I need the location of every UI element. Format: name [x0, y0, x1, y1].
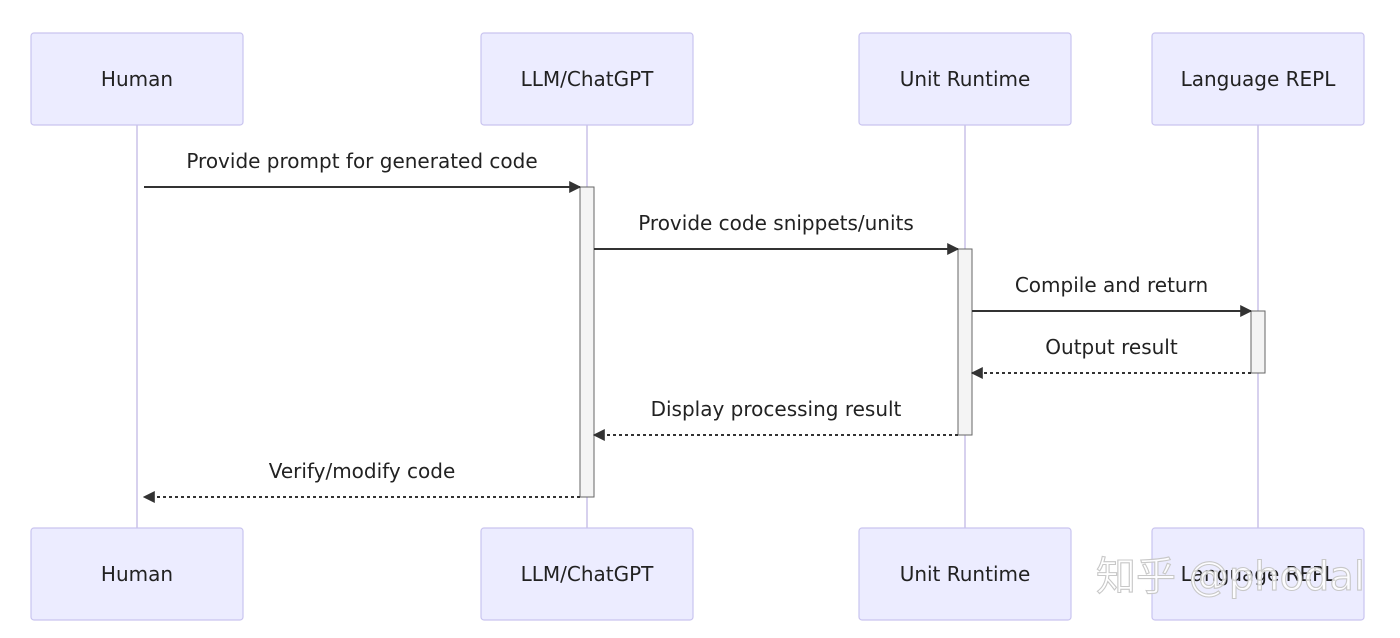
- message-label: Output result: [1045, 335, 1178, 359]
- actor-label: Unit Runtime: [900, 562, 1031, 586]
- messages: Provide prompt for generated codeProvide…: [142, 149, 1253, 503]
- actor-box: [858, 527, 1072, 621]
- message-6: Verify/modify code: [142, 459, 580, 503]
- message-3: Compile and return: [972, 273, 1253, 317]
- actor-box: [1151, 32, 1365, 126]
- actor-top-runtime: Unit Runtime: [858, 32, 1072, 126]
- message-label: Compile and return: [1015, 273, 1208, 297]
- actor-box: [30, 32, 244, 126]
- activation-llm: [579, 186, 595, 498]
- actor-label: Unit Runtime: [900, 67, 1031, 91]
- actor-top-repl: Language REPL: [1151, 32, 1365, 126]
- activation-runtime: [957, 248, 973, 436]
- actor-label: Human: [101, 67, 173, 91]
- actor-top-human: Human: [30, 32, 244, 126]
- message-label: Provide prompt for generated code: [186, 149, 537, 173]
- actor-label: Language REPL: [1181, 67, 1337, 91]
- actor-bottom-repl: Language REPL: [1151, 527, 1365, 621]
- actor-box: [1151, 527, 1365, 621]
- message-4: Output result: [970, 335, 1251, 379]
- message-1: Provide prompt for generated code: [144, 149, 582, 193]
- actors-top: Human LLM/ChatGPT Unit Runtime Language REP…: [30, 32, 1365, 126]
- actor-label: LLM/ChatGPT: [521, 562, 655, 586]
- actor-box: [858, 32, 1072, 126]
- message-label: Provide code snippets/units: [638, 211, 914, 235]
- actor-label: Language REPL: [1181, 562, 1337, 586]
- actors-bottom: Human LLM/ChatGPT Unit Runtime Language REP…: [30, 527, 1365, 621]
- actor-label: LLM/ChatGPT: [521, 67, 655, 91]
- actor-bottom-human: Human: [30, 527, 244, 621]
- activations: [579, 186, 1266, 498]
- actor-top-llm: LLM/ChatGPT: [480, 32, 694, 126]
- actor-box: [480, 32, 694, 126]
- actor-label: Human: [101, 562, 173, 586]
- activation-repl: [1250, 310, 1266, 374]
- actor-bottom-llm: LLM/ChatGPT: [480, 527, 694, 621]
- actor-box: [30, 527, 244, 621]
- actor-bottom-runtime: Unit Runtime: [858, 527, 1072, 621]
- message-2: Provide code snippets/units: [594, 211, 960, 255]
- watermark: 知乎 @phodal: [1096, 554, 1365, 600]
- message-label: Display processing result: [651, 397, 902, 421]
- message-label: Verify/modify code: [269, 459, 456, 483]
- actor-box: [480, 527, 694, 621]
- message-5: Display processing result: [592, 397, 958, 441]
